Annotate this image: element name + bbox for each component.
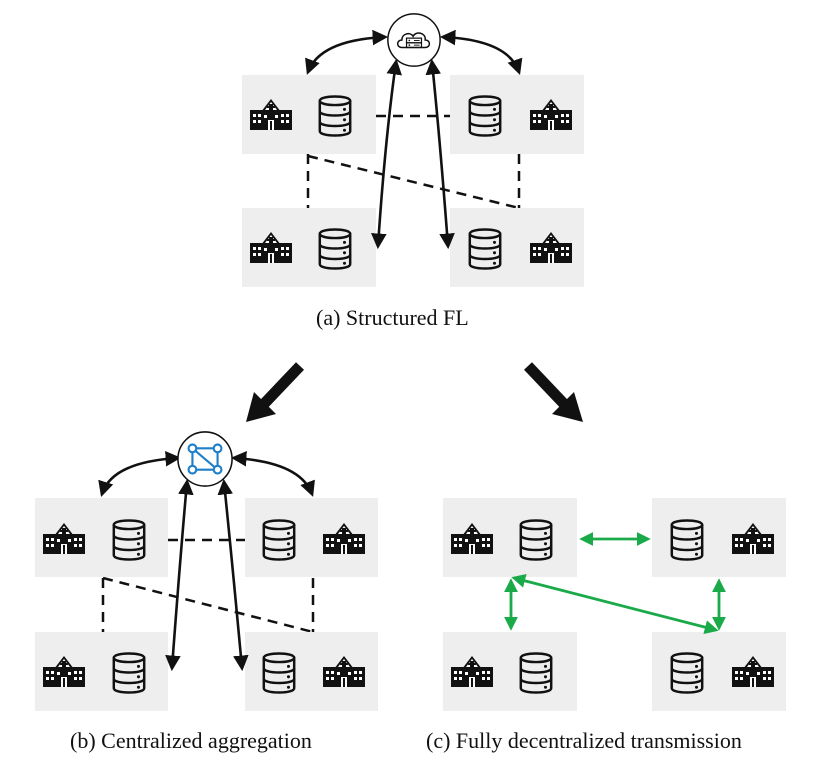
panel-centralized-aggregation	[35, 430, 378, 711]
panel-fully-decentralized	[443, 498, 786, 711]
dashed-links-a	[306, 114, 521, 210]
caption-fully-decentralized-transmission: (c) Fully decentralized transmission	[426, 728, 742, 753]
dashed-links-b	[101, 538, 315, 634]
caption-structured-fl: (a) Structured FL	[316, 305, 469, 330]
arrow-to-b	[246, 362, 304, 422]
panel-structured-fl	[242, 13, 584, 287]
cloud-server-icon	[387, 13, 441, 67]
aggregator-arrows-b	[98, 450, 315, 672]
transition-arrows	[246, 362, 583, 422]
network-graph-icon	[176, 430, 234, 488]
server-arrows-a	[305, 29, 523, 250]
caption-centralized-aggregation: (b) Centralized aggregation	[70, 728, 312, 753]
arrow-to-c	[524, 362, 583, 422]
peer-links-c	[504, 532, 726, 634]
